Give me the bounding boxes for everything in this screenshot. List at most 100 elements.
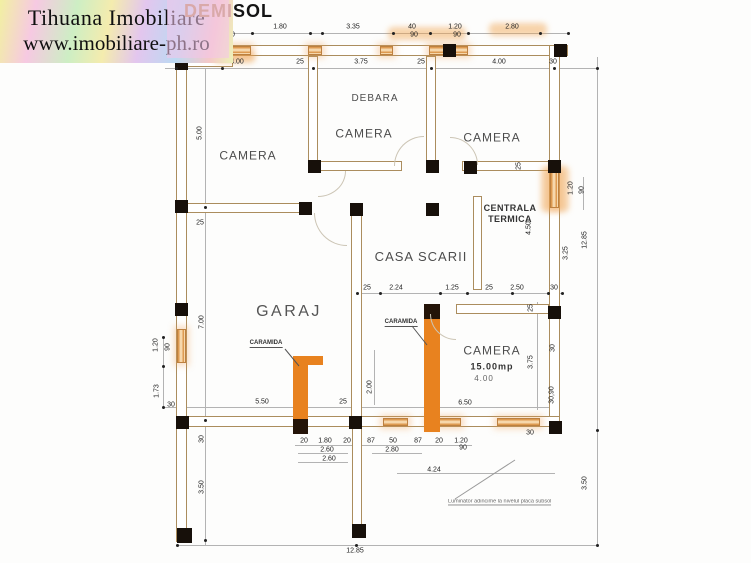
dim-label: 1.80	[273, 23, 287, 31]
brick-wall	[293, 356, 308, 434]
dim-line	[537, 302, 538, 410]
dim-label: 25	[196, 219, 204, 227]
room-label-camera-right: CAMERA	[463, 130, 521, 145]
dim-line	[176, 545, 597, 546]
dim-tick	[429, 32, 432, 35]
wall	[456, 304, 549, 314]
room-width-camera15: 4.00	[474, 374, 494, 383]
dim-label: 4.24	[427, 466, 441, 474]
dim-tick	[596, 67, 599, 70]
luminator-note: Luminator adincime la nivelul placa subs…	[448, 499, 552, 506]
dim-tick	[162, 336, 165, 339]
dim-label: 12.85	[581, 231, 589, 249]
column	[426, 203, 439, 216]
column	[548, 306, 561, 319]
dim-label: 25	[363, 284, 371, 292]
dim-label: 90	[164, 343, 172, 351]
dim-label: 3.35	[346, 23, 360, 31]
dim-label: 25	[296, 58, 304, 66]
door-arc	[394, 136, 424, 166]
dim-line	[397, 473, 555, 474]
dim-tick	[204, 539, 207, 542]
column	[176, 416, 189, 429]
dim-tick	[567, 32, 570, 35]
dim-label: 30,90	[548, 386, 556, 404]
column	[349, 416, 362, 429]
leader-line	[454, 459, 516, 500]
dim-label: 2.24	[389, 284, 403, 292]
dim-tick	[251, 32, 254, 35]
dim-label: 90	[578, 186, 586, 194]
caramida-label-left: CARAMIDA	[249, 340, 283, 348]
dim-line	[583, 177, 584, 210]
highlight-glow	[388, 27, 466, 40]
dim-tick	[175, 67, 178, 70]
dim-label: 87	[414, 437, 422, 445]
dim-tick	[596, 429, 599, 432]
dim-line	[374, 350, 375, 405]
dim-label: 30	[549, 58, 557, 66]
dim-tick	[392, 32, 395, 35]
dim-tick	[221, 67, 224, 70]
window	[177, 329, 186, 363]
dim-tick	[312, 67, 315, 70]
dim-line	[298, 462, 348, 463]
dim-line	[163, 337, 164, 409]
dim-tick	[430, 67, 433, 70]
dim-label: 12.85	[346, 547, 364, 555]
pink-overlay	[167, 0, 229, 58]
dim-line	[205, 68, 206, 545]
room-label-centrala-termica: CENTRALA TERMICA	[483, 202, 537, 224]
wall	[318, 161, 402, 171]
room-label-camera15: CAMERA	[463, 343, 521, 358]
dim-label: 2.50	[510, 284, 524, 292]
dim-label: 25	[485, 284, 493, 292]
dim-line	[298, 453, 348, 454]
dim-tick	[511, 292, 514, 295]
dim-line	[355, 293, 562, 294]
column	[350, 203, 363, 216]
dim-tick	[379, 292, 382, 295]
wall	[222, 45, 568, 56]
dim-label: 90	[410, 31, 418, 39]
dim-label: 87	[367, 437, 375, 445]
dim-label: 1.80	[318, 437, 332, 445]
dim-label: 3.50	[198, 480, 206, 494]
column	[299, 202, 312, 215]
dim-line	[295, 445, 472, 446]
wall	[176, 57, 187, 542]
dim-label: 50	[389, 437, 397, 445]
wall	[426, 56, 436, 170]
dim-line	[225, 33, 568, 34]
dim-label: 25	[339, 398, 347, 406]
dim-tick	[162, 406, 165, 409]
dim-label: 90	[459, 444, 467, 452]
window	[380, 46, 393, 55]
dim-label: 2.00	[366, 380, 374, 394]
dim-label: 1.20	[567, 181, 575, 195]
highlight-glow	[489, 23, 547, 36]
dim-label: 20	[343, 437, 351, 445]
dim-tick	[439, 292, 442, 295]
dim-tick	[321, 32, 324, 35]
room-label-garaj: GARAJ	[256, 303, 322, 320]
dim-label: 5.00	[196, 126, 204, 140]
dim-label: 30	[526, 429, 534, 437]
dim-tick	[596, 544, 599, 547]
dim-label: 7.00	[198, 315, 206, 329]
dim-line	[372, 453, 422, 454]
window	[383, 418, 408, 426]
door-arc	[314, 213, 347, 246]
dim-label: 3.25	[562, 246, 570, 260]
wall	[308, 56, 318, 170]
dim-tick	[162, 365, 165, 368]
column	[426, 160, 439, 173]
caramida-label-mid: CARAMIDA	[384, 319, 418, 327]
dim-label: 30	[167, 401, 175, 409]
dim-label: 2.80	[505, 23, 519, 31]
dim-label: 2.60	[322, 455, 336, 463]
dim-label: 30	[550, 284, 558, 292]
dim-label: 1.25	[445, 284, 459, 292]
dim-label: 1.73	[153, 384, 161, 398]
